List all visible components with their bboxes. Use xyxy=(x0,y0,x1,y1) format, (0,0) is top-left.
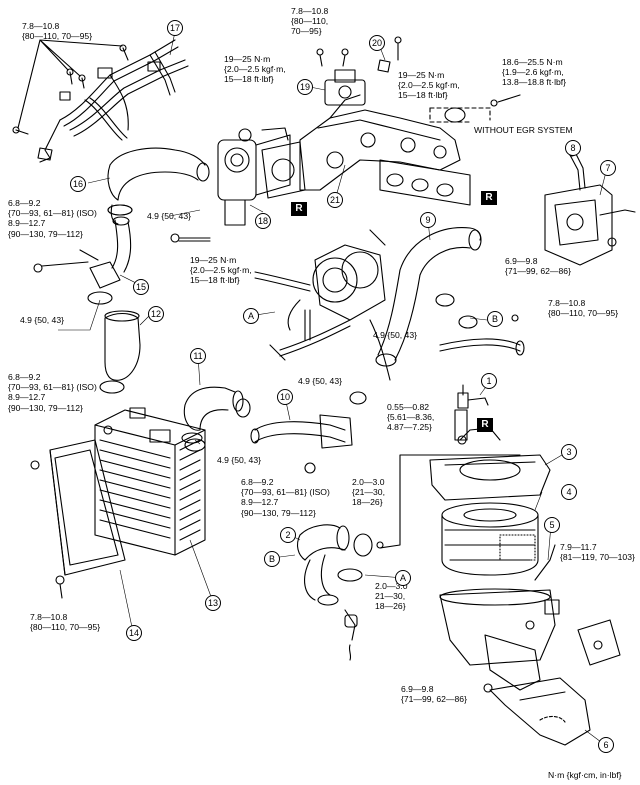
r-marker: R xyxy=(477,418,493,432)
callout-12: 12 xyxy=(148,306,164,322)
pipe-10 xyxy=(250,414,353,474)
return-pipe xyxy=(439,314,525,356)
torque-label: 4.9 {50, 43} xyxy=(147,211,191,221)
callout-11: 11 xyxy=(190,348,206,364)
torque-label: 7.8—10.8 {80—110, 70—95} xyxy=(291,6,329,37)
without-egr-label: WITHOUT EGR SYSTEM xyxy=(474,125,573,135)
callout-21: 21 xyxy=(327,192,343,208)
air-cleaner-case-5 xyxy=(439,544,560,691)
callout-15: 15 xyxy=(133,279,149,295)
air-duct-6 xyxy=(483,677,591,746)
throttle-body-18 xyxy=(217,127,291,226)
turbocharger xyxy=(254,229,386,341)
callout-7: 7 xyxy=(600,160,616,176)
r-marker: R xyxy=(481,191,497,205)
callout-b-pipe: B xyxy=(487,311,503,327)
bolts-top-left xyxy=(12,39,129,135)
torque-label: 0.55—0.82 {5.61—8.36, 4.87—7.25} xyxy=(387,402,435,433)
intake-hose-9 xyxy=(375,227,482,367)
intercooler-13 xyxy=(94,407,206,556)
torque-label: 4.9 {50, 43} xyxy=(373,330,417,340)
bracket-right xyxy=(577,619,621,666)
air-filter-4 xyxy=(441,502,539,576)
manifold-gasket xyxy=(379,159,471,206)
sensor-1 xyxy=(457,384,489,445)
intercooler-shroud-14 xyxy=(49,439,126,576)
callout-13: 13 xyxy=(205,595,221,611)
leader-lines xyxy=(58,31,608,746)
torque-label: 7.8—10.8 {80—110, 70—95} xyxy=(548,298,619,319)
callout-18: 18 xyxy=(255,213,271,229)
torque-label: 6.8—9.2 {70—93, 61—81} (ISO) 8.9—12.7 {9… xyxy=(8,198,97,239)
callout-5: 5 xyxy=(544,517,560,533)
torque-label: 4.9 {50, 43} xyxy=(298,376,342,386)
torque-label: 19—25 N·m {2.0—2.5 kgf·m, 15—18 ft·lbf} xyxy=(224,54,286,85)
hose-lower-center xyxy=(317,568,363,661)
callout-17: 17 xyxy=(167,20,183,36)
callout-2: 2 xyxy=(280,527,296,543)
pipe-8 xyxy=(568,149,586,191)
torque-label: 6.9—9.8 {71—99, 62—86} xyxy=(401,684,467,705)
callout-1: 1 xyxy=(481,373,497,389)
units-note: N·m {kgf·cm, in·lbf} xyxy=(548,770,622,780)
intake-manifold-21 xyxy=(299,94,461,191)
torque-label: 18.6—25.5 N·m {1.9—2.6 kgf·m, 13.8—18.8 … xyxy=(502,57,567,88)
torque-label: 7.9—11.7 {81—119, 70—103} xyxy=(560,542,635,563)
torque-label: 2.0—3.0 {21—30, 18—26} xyxy=(352,477,385,508)
callout-a-hose: A xyxy=(395,570,411,586)
callout-10: 10 xyxy=(277,389,293,405)
callout-8: 8 xyxy=(565,140,581,156)
callout-b-hose: B xyxy=(264,551,280,567)
callout-6: 6 xyxy=(598,737,614,753)
vacuum-pipe-assembly xyxy=(37,39,189,163)
torque-label: 7.8—10.8 {80—110, 70—95} xyxy=(22,21,93,42)
callout-a-turbo: A xyxy=(243,308,259,324)
hose-12 xyxy=(87,291,141,394)
elbow-hose-11 xyxy=(181,386,251,452)
callout-9: 9 xyxy=(420,212,436,228)
callout-4: 4 xyxy=(561,484,577,500)
actuator-7 xyxy=(544,184,636,266)
pipe-15 xyxy=(33,204,133,289)
callout-14: 14 xyxy=(126,625,142,641)
torque-label: 7.8—10.8 {80—110, 70—95} xyxy=(30,612,101,633)
callout-19: 19 xyxy=(297,79,313,95)
hose-2 xyxy=(296,524,373,601)
torque-label: 6.8—9.2 {70—93, 61—81} (ISO) 8.9—12.7 {9… xyxy=(8,372,97,413)
torque-label: 4.9 {50, 43} xyxy=(217,455,261,465)
torque-label: 6.8—9.2 {70—93, 61—81} (ISO) 8.9—12.7 {9… xyxy=(241,477,330,518)
bolt-lower xyxy=(170,233,211,243)
callout-20: 20 xyxy=(369,35,385,51)
torque-label: 6.9—9.8 {71—99, 62—86} xyxy=(505,256,571,277)
torque-label: 2.0—3.0 21—30, 18—26} xyxy=(375,581,408,612)
callout-16: 16 xyxy=(70,176,86,192)
torque-label: 19—25 N·m {2.0—2.5 kgf·m, 15—18 ft·lbf} xyxy=(398,70,460,101)
callout-3: 3 xyxy=(561,444,577,460)
torque-label: 19—25 N·m {2.0—2.5 kgf·m, 15—18 ft·lbf} xyxy=(190,255,252,286)
torque-label: 4.9 {50, 43} xyxy=(20,315,64,325)
gasket-near-18 xyxy=(261,141,306,199)
oil-line xyxy=(269,319,391,381)
egr-valve-19 xyxy=(316,36,402,106)
r-marker: R xyxy=(291,202,307,216)
